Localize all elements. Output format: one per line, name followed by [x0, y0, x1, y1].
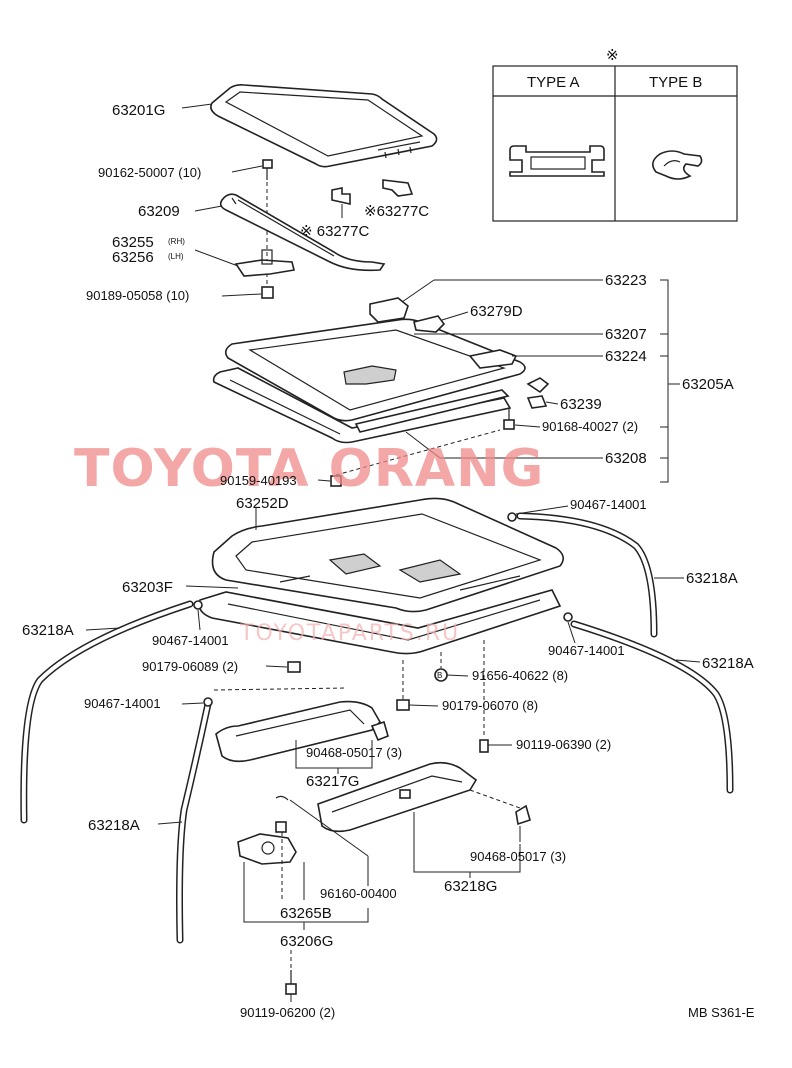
- drain-hose-left-upper: [20, 600, 194, 824]
- drain-hose-right-upper: [516, 512, 684, 638]
- label-96160: 96160-00400: [320, 886, 397, 901]
- label-63239: 63239: [560, 396, 602, 413]
- label-63255: 63255: [112, 234, 154, 251]
- label-90467-mid-right: 90467-14001: [548, 643, 625, 658]
- label-90179-06070: 90179-06070 (8): [442, 698, 538, 713]
- label-63218a-low-left: 63218A: [88, 817, 140, 834]
- part-labels: 63201G 90162-50007 (10) 63209 ※63277C ※ …: [22, 102, 755, 1020]
- label-63201g: 63201G: [112, 102, 165, 119]
- label-63205a: 63205A: [682, 376, 734, 393]
- label-90467-top: 90467-14001: [570, 497, 647, 512]
- label-63277c-b: ※ 63277C: [300, 223, 369, 240]
- label-63207: 63207: [605, 326, 647, 343]
- label-90467-mid-left: 90467-14001: [152, 633, 229, 648]
- label-63256: 63256: [112, 249, 154, 266]
- type-b-header: TYPE B: [649, 74, 702, 91]
- figure-code: MB S361-E: [688, 1005, 755, 1020]
- label-90179-06089: 90179-06089 (2): [142, 659, 238, 674]
- type-table-mark: ※: [606, 47, 619, 64]
- sliding-frame-assembly: [212, 279, 680, 487]
- label-63224: 63224: [605, 348, 647, 365]
- bolt-90162-icon: [231, 159, 273, 288]
- label-63265b: 63265B: [280, 905, 332, 922]
- label-63206g: 63206G: [280, 933, 333, 950]
- label-63203f: 63203F: [122, 579, 173, 596]
- label-90189: 90189-05058 (10): [86, 288, 189, 303]
- wind-deflector: [194, 193, 386, 272]
- watermark-main: TOYOTA ORANG: [74, 439, 544, 499]
- label-90467-low-left: 90467-14001: [84, 696, 161, 711]
- label-63223: 63223: [605, 272, 647, 289]
- sunroof-glass: [181, 84, 438, 168]
- bolt-90119-06200-icon: [285, 950, 297, 1002]
- hose-clamp-icons: [181, 505, 576, 707]
- rear-drip-channel: [317, 761, 531, 878]
- sunroof-housing: [185, 497, 564, 655]
- label-90119-06390: 90119-06390 (2): [516, 737, 611, 752]
- drain-hose-right-lower: [570, 620, 734, 794]
- nut-90189-icon: [221, 286, 274, 299]
- label-90119-06200: 90119-06200 (2): [240, 1005, 335, 1020]
- label-63218g: 63218G: [444, 878, 497, 895]
- clip-type-b-icon: [652, 150, 703, 180]
- fastener-icons: B: [265, 640, 512, 753]
- label-63218a-right: 63218A: [686, 570, 738, 587]
- watermark-sub: TOYOTAPARTS.RU: [239, 621, 460, 646]
- label-90468-a: 90468-05017 (3): [306, 745, 402, 760]
- drive-motor-gear: [237, 795, 369, 930]
- label-90159: 90159-40193: [220, 473, 297, 488]
- label-90162: 90162-50007 (10): [98, 165, 201, 180]
- deflector-arm-bracket: [194, 249, 295, 277]
- clip-63277c-pair: [331, 179, 414, 218]
- drain-hose-left-lower: [157, 700, 212, 944]
- label-63209: 63209: [138, 203, 180, 220]
- label-90468-b: 90468-05017 (3): [470, 849, 566, 864]
- label-63208: 63208: [605, 450, 647, 467]
- type-a-header: TYPE A: [527, 74, 580, 91]
- label-63279d: 63279D: [470, 303, 523, 320]
- watermark: TOYOTA ORANG TOYOTAPARTS.RU: [74, 439, 544, 646]
- label-63217g: 63217G: [306, 773, 359, 790]
- label-63218a-right2: 63218A: [702, 655, 754, 672]
- type-table: ※ TYPE A TYPE B: [492, 47, 738, 222]
- label-63277c-a: ※63277C: [364, 203, 429, 220]
- label-63218a-left: 63218A: [22, 622, 74, 639]
- label-91656: 91656-40622 (8): [472, 668, 568, 683]
- label-63255-side: (RH): [168, 237, 185, 246]
- label-63256-side: (LH): [168, 252, 184, 261]
- label-90168: 90168-40027 (2): [542, 419, 638, 434]
- front-drip-channel: [215, 700, 389, 774]
- label-63252d: 63252D: [236, 495, 289, 512]
- svg-text:B: B: [437, 671, 442, 680]
- clip-type-a-icon: [509, 145, 605, 177]
